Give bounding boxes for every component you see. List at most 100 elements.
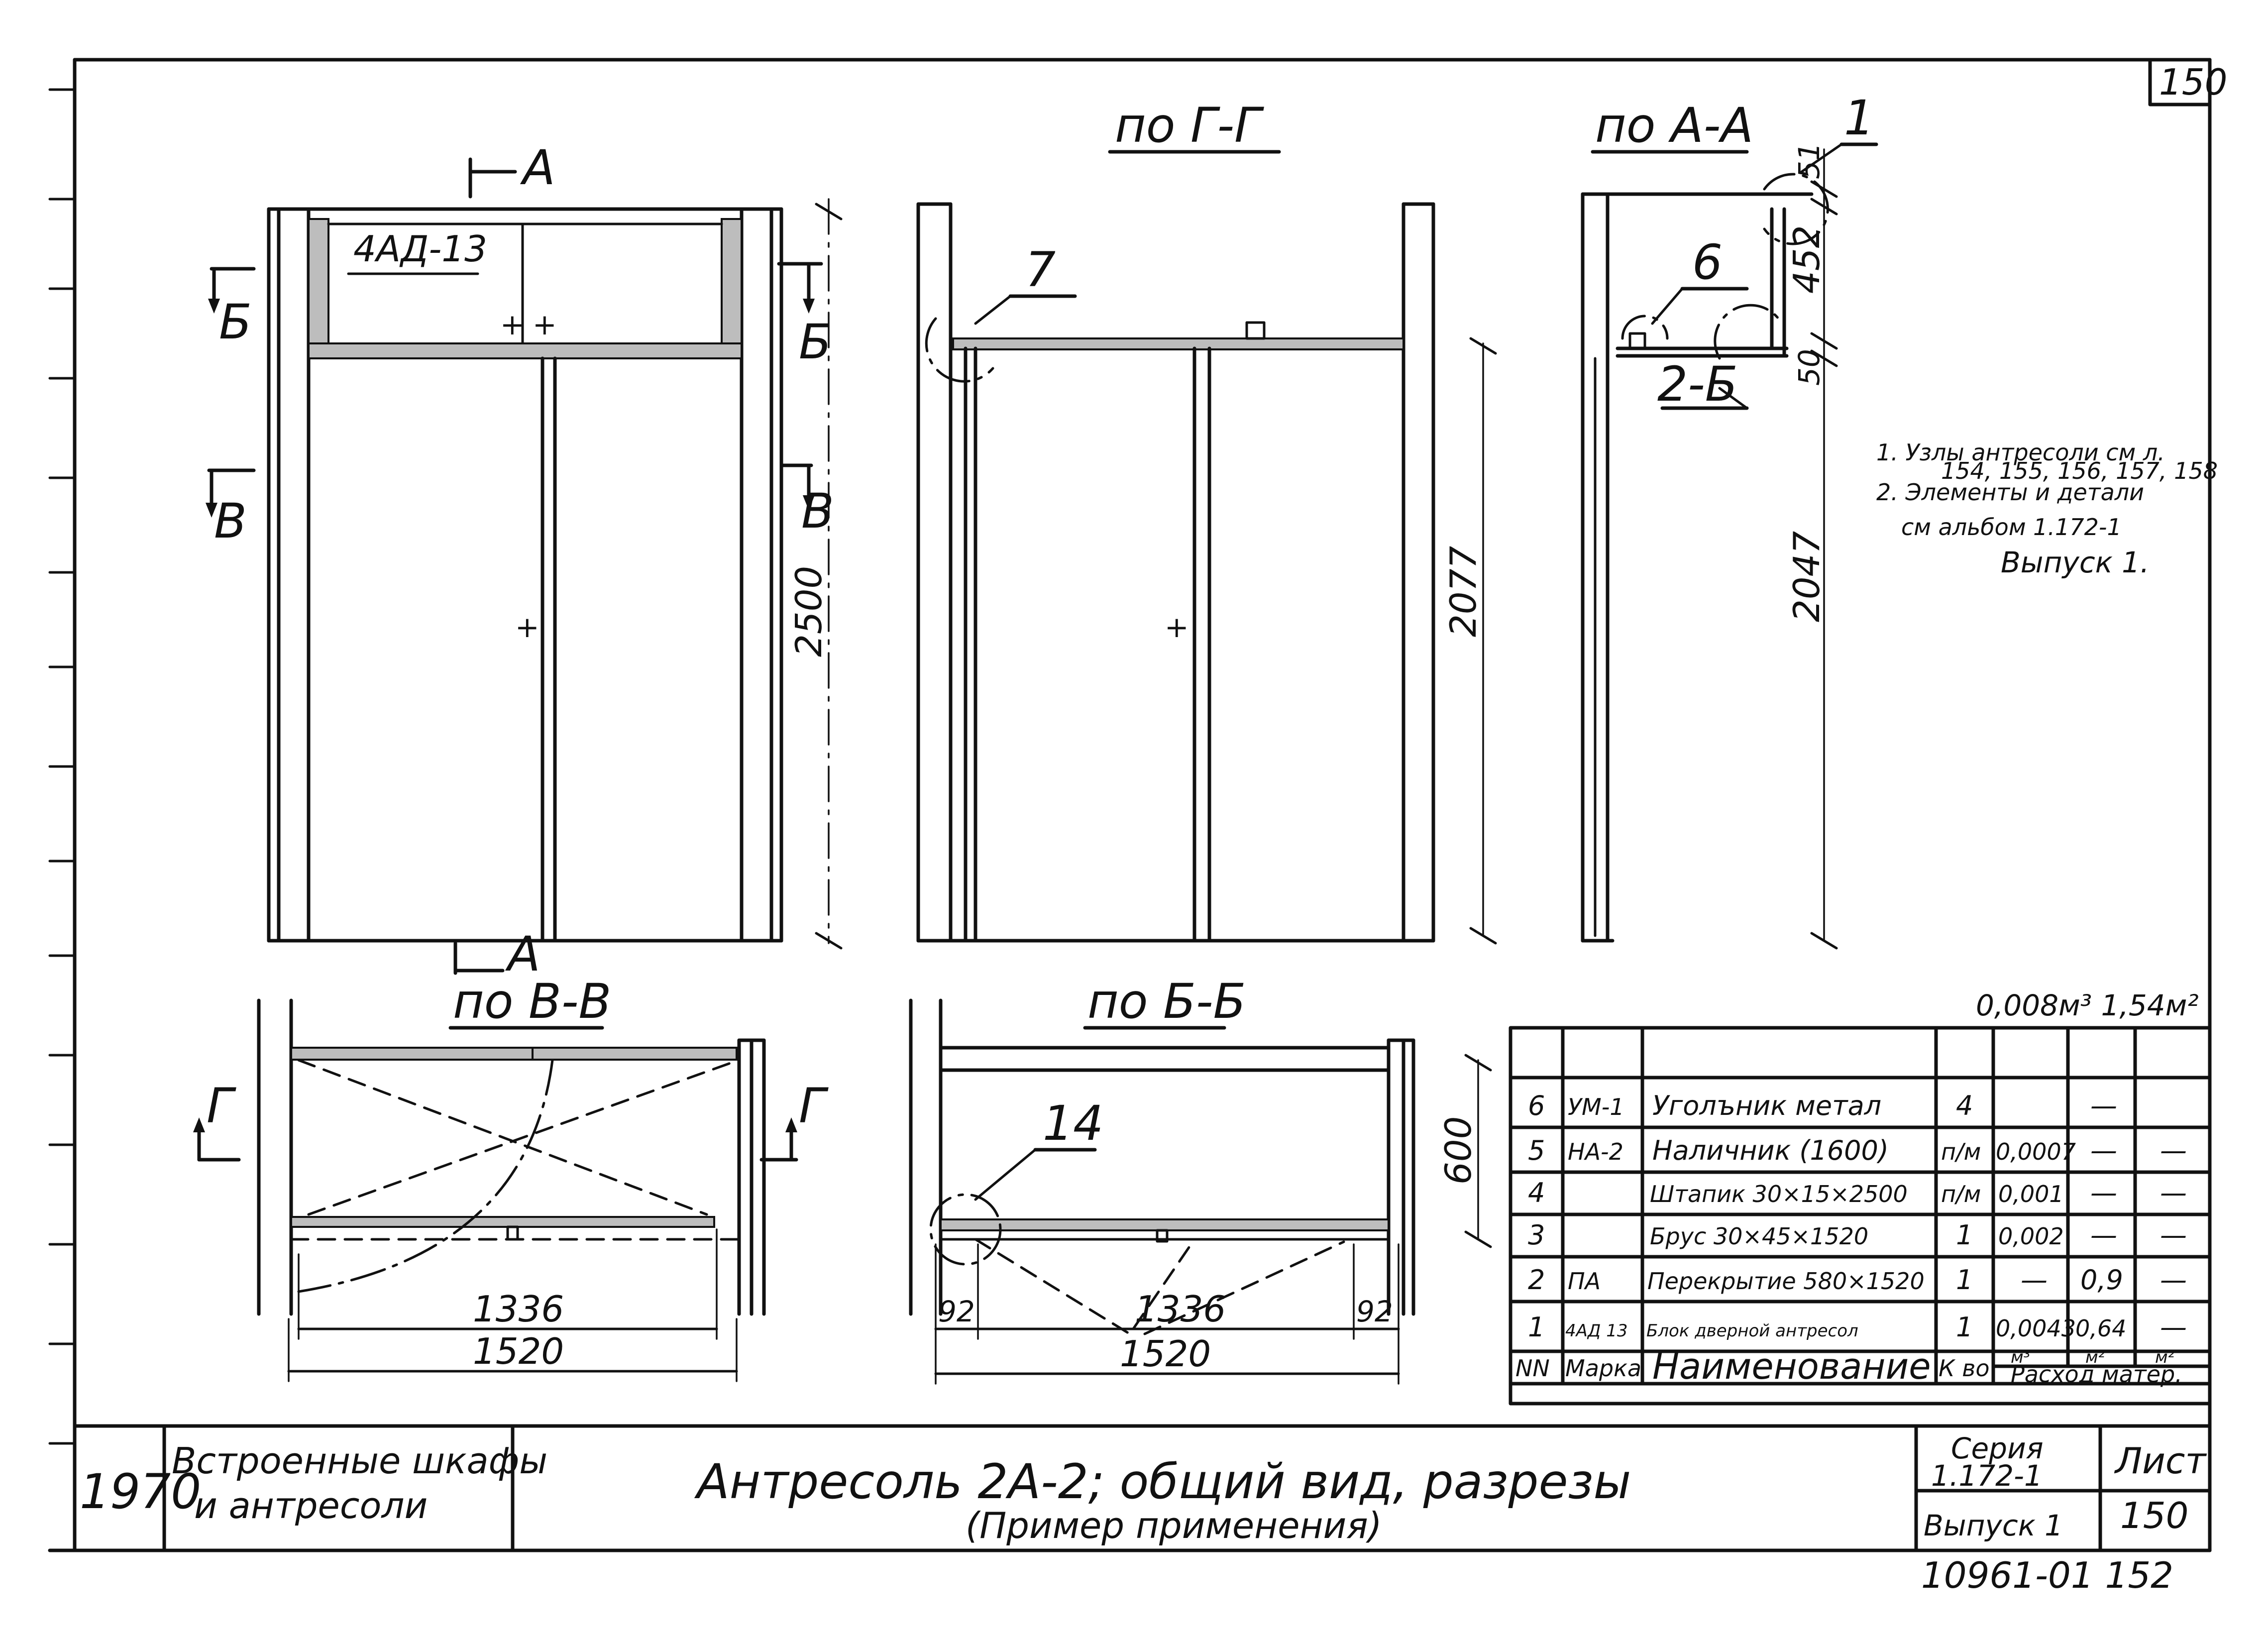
section-aa-view: по А-А 1 6 2-Б 51 452 [1581,90,1878,950]
spec-row-4-c1: 0,001 [1998,1181,2064,1207]
dim-depth-600: 600 [1437,1116,1479,1185]
dim-vv-inner: 1336 [473,1288,564,1330]
spec-row-1-c1: 0,0043 [1996,1315,2076,1342]
spec-row-4-qty: п/м [1941,1181,1981,1207]
callout-14: 14 [1043,1095,1103,1151]
spec-header-m2a: м² [2085,1347,2105,1367]
svg-text:+: + [1165,610,1189,644]
dim-51: 51 [1792,142,1826,179]
note-line-1: 1. Узлы антресоли см л. [1876,439,2165,466]
drawing-title: Антресоль 2А-2; общий вид, разрезы [694,1454,1631,1510]
spec-row-6-c2: — [2090,1090,2117,1121]
spec-table: 0,008м³ 1,54м² 6 УМ-1 Уголъник метал 4 — [1509,988,2212,1406]
spec-row-3-nn: 3 [1528,1219,1545,1251]
spec-row-3-name: Брус 30×45×1520 [1650,1223,1868,1250]
spec-row-1-nn: 1 [1528,1312,1545,1343]
spec-row-2-c3: — [2160,1264,2187,1296]
spec-row-1-c3: — [2160,1312,2187,1343]
dim-vv-outer: 1520 [473,1330,564,1372]
spec-row-3-c2: — [2090,1219,2117,1251]
callout-6: 6 [1692,234,1723,290]
dim-bb-inner: 1336 [1135,1288,1226,1330]
spec-row-1-mark: 4АД 13 [1565,1321,1628,1341]
section-marker-a-top: А [520,140,555,196]
spec-row-1-c2: 0,64 [2075,1315,2126,1342]
spec-row-6-mark: УМ-1 [1568,1093,1624,1120]
spec-row-3-c3: — [2160,1219,2187,1251]
spec-row-6-qty: 4 [1956,1090,1973,1121]
section-marker-g-left: Г [207,1078,236,1134]
section-marker-v-left: В [214,493,247,549]
section-marker-g-right: Г [799,1078,829,1134]
elevation-view: + + + 4АД-13 А А Б Б В В 2500 [206,140,843,982]
series-value: 1.172-1 [1931,1459,2043,1493]
spec-row-5-qty: п/м [1941,1138,1981,1165]
sheet-value: 150 [2120,1495,2188,1536]
spec-row-6-nn: 6 [1528,1090,1545,1121]
dim-bb-left: 92 [938,1295,975,1328]
sheet-frame: 1 50 [48,58,2227,1552]
note-line-4: см альбом 1.172-1 [1901,514,2122,541]
svg-text:+: + [533,308,557,341]
spec-row-1-name: Блок дверной антресол [1646,1321,1858,1341]
section-aa-title: по А-А [1595,98,1753,153]
spec-row-4-nn: 4 [1528,1177,1545,1208]
spec-header-nn: NN [1515,1355,1550,1382]
dim-height-2500: 2500 [788,566,830,657]
title-block: 1970 Встроенные шкафы и антресоли Антрес… [73,1424,2212,1596]
spec-row-1-qty: 1 [1956,1312,1973,1343]
section-gg-title: по Г-Г [1115,98,1264,153]
callout-2b: 2-Б [1657,356,1738,412]
corner-sheet-number: 150 [2159,61,2227,103]
svg-text:+: + [515,610,540,644]
archive-stamp: 10961-01 152 [1921,1554,2173,1596]
section-marker-a-bottom: А [505,926,540,982]
title-category-line2: и антресоли [194,1485,428,1527]
spec-footer-label: Расход матер. [2011,1361,2182,1388]
note-line-2: 154, 155, 156, 157, 158 [1941,457,2218,484]
sheet-label: Лист [2114,1440,2207,1482]
spec-row-2-name: Перекрытие 580×1520 [1647,1268,1925,1295]
section-gg-view: по Г-Г + 7 2077 [916,98,1497,945]
dim-bb-right: 92 [1356,1295,1393,1328]
series-label: Серия [1951,1431,2044,1465]
spec-row-6-name: Уголъник метал [1652,1090,1881,1121]
spec-row-4-c3: — [2160,1177,2187,1208]
spec-row-4-c2: — [2090,1177,2117,1208]
svg-text:+: + [500,308,525,341]
section-marker-b-right: Б [799,314,832,370]
spec-header-mark: Марка [1565,1355,1641,1382]
title-category-line1: Встроенные шкафы [172,1440,547,1482]
spec-row-5-c3: — [2160,1135,2187,1166]
section-bb-title: по Б-Б [1087,974,1246,1029]
dim-height-2077: 2077 [1442,546,1484,637]
spec-row-2-c2: 0,9 [2080,1264,2123,1296]
issue-label: Выпуск 1 [1924,1509,2063,1542]
callout-7: 7 [1025,242,1056,298]
spec-row-2-qty: 1 [1956,1264,1973,1296]
spec-row-5-nn: 5 [1528,1135,1545,1166]
spec-row-3-qty: 1 [1956,1219,1973,1251]
spec-header-qty: К во [1939,1355,1990,1382]
spec-header-name: Наименование [1652,1345,1931,1387]
spec-header-m2b: м² [2155,1347,2175,1367]
dim-2047: 2047 [1786,531,1828,622]
spec-row-2-mark: ПА [1568,1268,1601,1295]
spec-header-m3: м³ [2011,1347,2030,1367]
dim-452: 452 [1786,225,1828,294]
spec-row-4-name: Штапик 30×15×2500 [1650,1181,1908,1207]
dim-bb-outer: 1520 [1120,1333,1211,1375]
section-bb-view: по Б-Б 14 600 92 1336 92 1520 [909,974,1492,1385]
panel-label: 4АД-13 [353,228,487,270]
dim-50: 50 [1792,349,1826,386]
drawing-subtitle: (Пример применения) [966,1505,1382,1546]
spec-row-5-c2: — [2090,1135,2117,1166]
spec-row-2-nn: 2 [1528,1264,1545,1296]
spec-totals: 0,008м³ 1,54м² [1976,988,2199,1022]
spec-row-5-c1: 0,0007 [1996,1138,2076,1165]
note-line-3: 2. Элементы и детали [1876,479,2144,506]
section-vv-view: по В-В Г Г 1336 1520 [193,974,829,1382]
general-notes: 1. Узлы антресоли см л. 154, 155, 156, 1… [1876,439,2218,579]
spec-row-2-c1: — [2021,1264,2048,1296]
